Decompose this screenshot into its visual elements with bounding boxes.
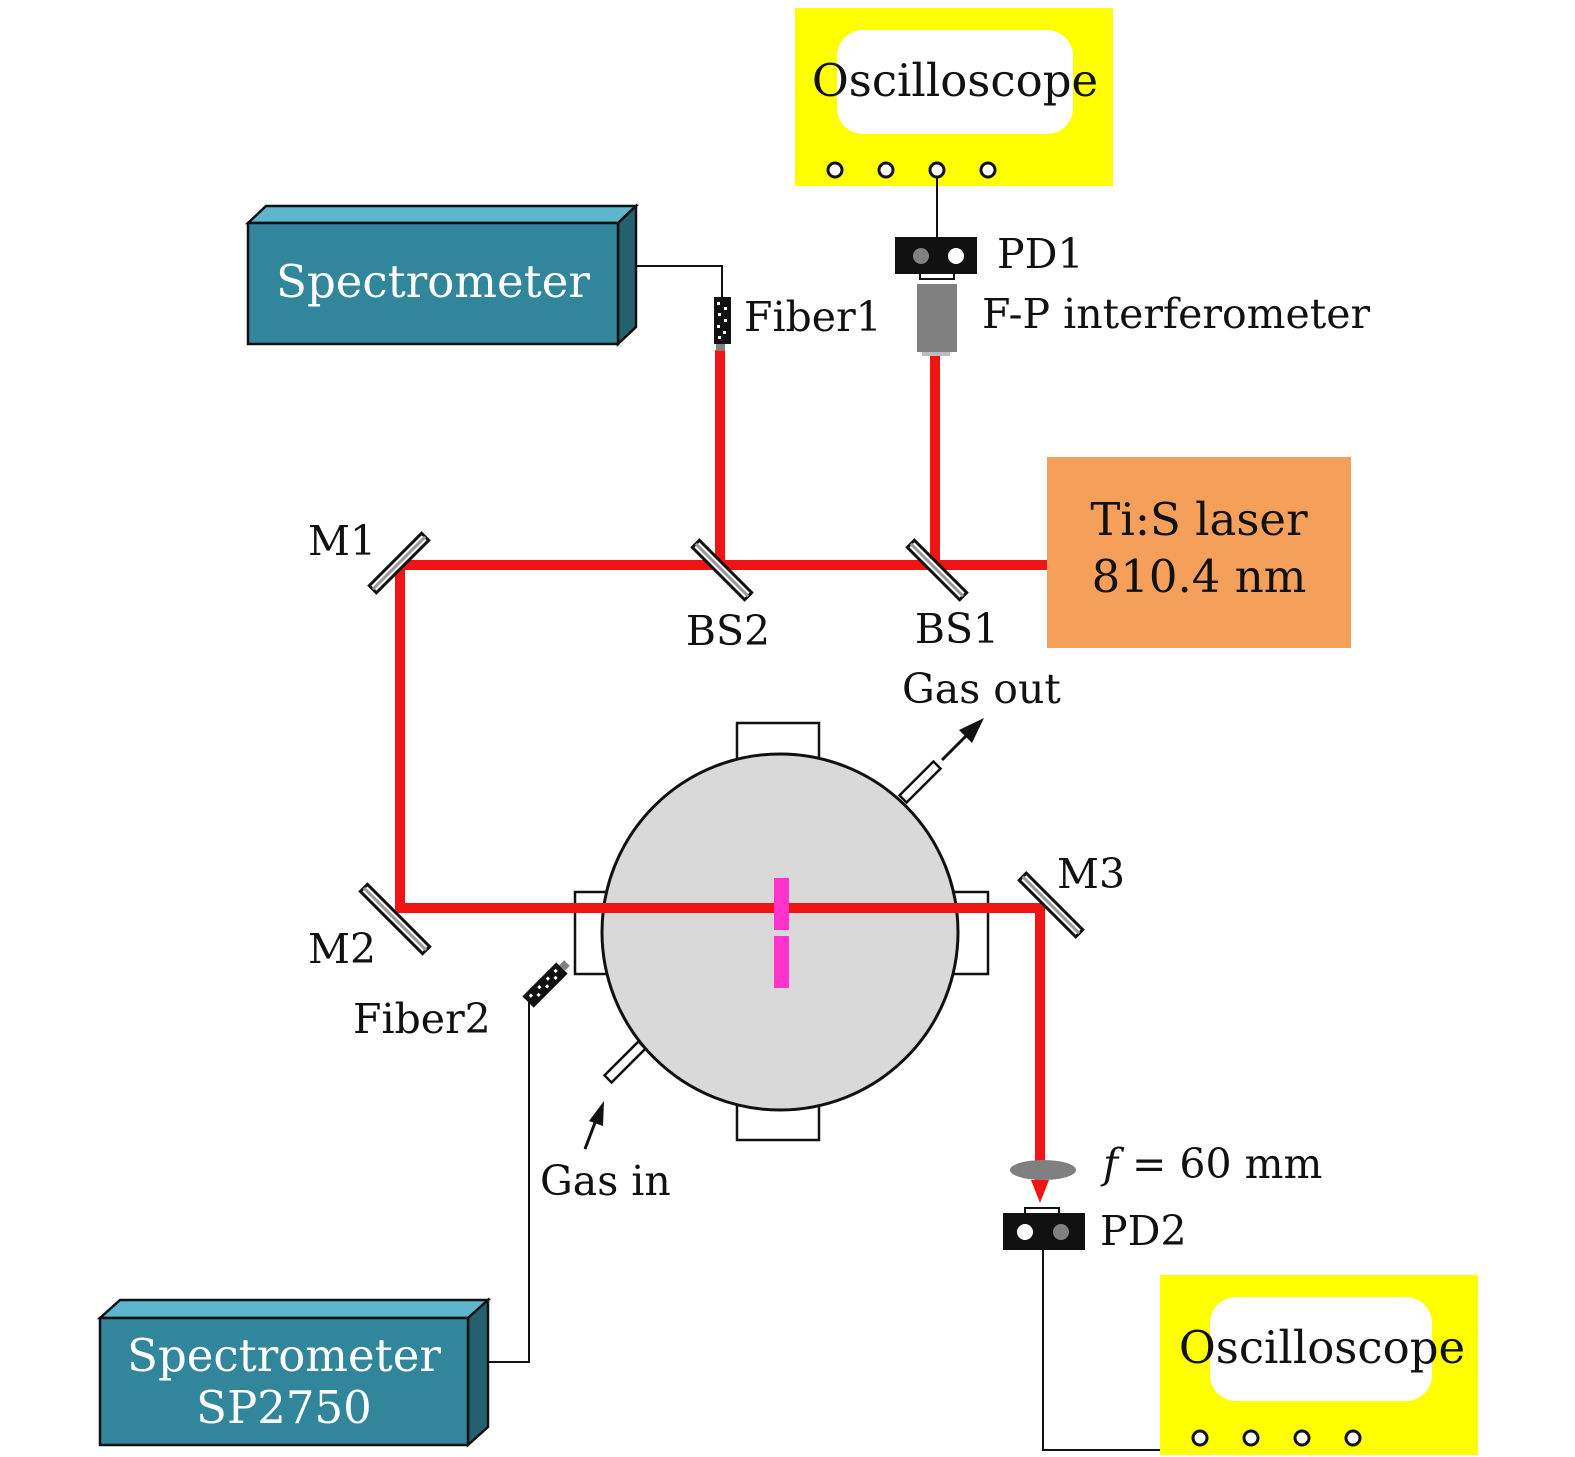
fiber1-coupler bbox=[714, 297, 731, 351]
lens-eq-label: = 60 mm bbox=[1132, 1140, 1322, 1188]
oscilloscope-top-knobs bbox=[826, 161, 997, 179]
knob-icon bbox=[877, 161, 895, 179]
beam-splitter-bs1 bbox=[905, 538, 969, 602]
pd1-body bbox=[895, 237, 977, 274]
knob-icon bbox=[1242, 1429, 1260, 1447]
sample-electrodes bbox=[774, 878, 789, 988]
pd1-lens-white bbox=[948, 248, 964, 264]
fiber1-pattern bbox=[717, 302, 727, 339]
m2-label: M2 bbox=[308, 925, 376, 973]
gas-in-label: Gas in bbox=[540, 1157, 671, 1205]
pd2-body bbox=[1003, 1213, 1085, 1250]
beam-splitter-bs2 bbox=[690, 538, 754, 602]
oscilloscope-bottom-knobs bbox=[1191, 1429, 1362, 1447]
spectrometer-bottom-lid bbox=[96, 1298, 492, 1320]
tis-laser: Ti:S laser 810.4 nm bbox=[1047, 457, 1351, 648]
knob-icon bbox=[928, 161, 946, 179]
oscilloscope-bottom-screen bbox=[1210, 1297, 1432, 1401]
fiber2-coupler bbox=[522, 960, 570, 1008]
knob-icon bbox=[1344, 1429, 1362, 1447]
pd1-label: PD1 bbox=[997, 230, 1084, 278]
cable-spectrometer-to-fiber1 bbox=[636, 265, 723, 298]
gas-out-label: Gas out bbox=[902, 665, 1061, 713]
spectrometer-bottom-label-line2: SP2750 bbox=[196, 1381, 372, 1434]
spectrometer-top-lid bbox=[244, 204, 640, 225]
spectrometer-top-side bbox=[616, 203, 638, 347]
beam-arrowhead-pd2 bbox=[1031, 1180, 1049, 1203]
gas-in-arrow bbox=[583, 1101, 604, 1150]
mirror-m3 bbox=[1017, 871, 1085, 939]
fp-interferometer bbox=[917, 284, 957, 356]
knob-icon bbox=[1191, 1429, 1209, 1447]
bs2-label: BS2 bbox=[686, 607, 770, 655]
laser-label-line1: Ti:S laser bbox=[1090, 493, 1308, 546]
pd1-lens-gray bbox=[913, 248, 929, 264]
fiber2-label: Fiber2 bbox=[353, 995, 491, 1043]
gas-in-port bbox=[602, 1039, 648, 1085]
gas-out-arrow bbox=[940, 718, 984, 762]
cable-fiber2-to-spectrometer bbox=[486, 1000, 530, 1363]
lens-f-label: f bbox=[1100, 1140, 1125, 1188]
fp-body bbox=[917, 284, 957, 352]
fiber1-body bbox=[714, 297, 731, 344]
gas-chamber bbox=[573, 721, 990, 1142]
bs1-label: BS1 bbox=[915, 605, 999, 653]
mirror-m1 bbox=[367, 531, 431, 595]
spectrometer-top-front bbox=[246, 221, 620, 346]
fp-label: F-P interferometer bbox=[982, 290, 1371, 338]
fiber1-tip bbox=[716, 344, 725, 351]
oscilloscope-top: Oscilloscope bbox=[795, 8, 1113, 186]
spectrometer-bottom-label-line1: Spectrometer bbox=[127, 1329, 441, 1382]
oscilloscope-top-label: Oscilloscope bbox=[812, 54, 1098, 107]
pd2-lens-gray bbox=[1053, 1224, 1069, 1240]
knob-icon bbox=[1293, 1429, 1311, 1447]
gas-out-port bbox=[897, 759, 943, 805]
spectrometer-bottom bbox=[96, 1297, 492, 1448]
oscilloscope-bottom-label: Oscilloscope bbox=[1179, 1321, 1465, 1374]
laser-body bbox=[1047, 457, 1351, 648]
fiber1-label: Fiber1 bbox=[744, 293, 882, 341]
knob-icon bbox=[979, 161, 997, 179]
oscilloscope-top-screen bbox=[837, 30, 1073, 134]
fp-base bbox=[922, 352, 950, 356]
mirror-m2 bbox=[358, 882, 432, 956]
oscilloscope-bottom: Oscilloscope bbox=[1160, 1275, 1478, 1455]
spectrometer-top bbox=[244, 203, 640, 347]
spectrometer-bottom-side bbox=[466, 1297, 490, 1448]
m3-label: M3 bbox=[1057, 850, 1125, 898]
pd2-lens-white bbox=[1017, 1224, 1033, 1240]
spectrometer-bottom-front bbox=[98, 1316, 470, 1447]
focusing-lens bbox=[1010, 1160, 1076, 1180]
arrowhead-icon bbox=[959, 718, 984, 743]
m1-label: M1 bbox=[308, 517, 376, 565]
pd1-aperture bbox=[919, 272, 955, 280]
photodetector-pd1 bbox=[895, 237, 977, 280]
sample-lower bbox=[774, 936, 789, 988]
spectrometer-top-label: Spectrometer bbox=[276, 255, 590, 308]
chamber-body bbox=[600, 752, 960, 1112]
photodetector-pd2 bbox=[1003, 1207, 1085, 1250]
pd2-label: PD2 bbox=[1100, 1207, 1187, 1255]
sample-upper bbox=[774, 878, 789, 930]
knob-icon bbox=[826, 161, 844, 179]
laser-label-line2: 810.4 nm bbox=[1092, 550, 1307, 603]
arrowhead-icon bbox=[589, 1101, 604, 1126]
